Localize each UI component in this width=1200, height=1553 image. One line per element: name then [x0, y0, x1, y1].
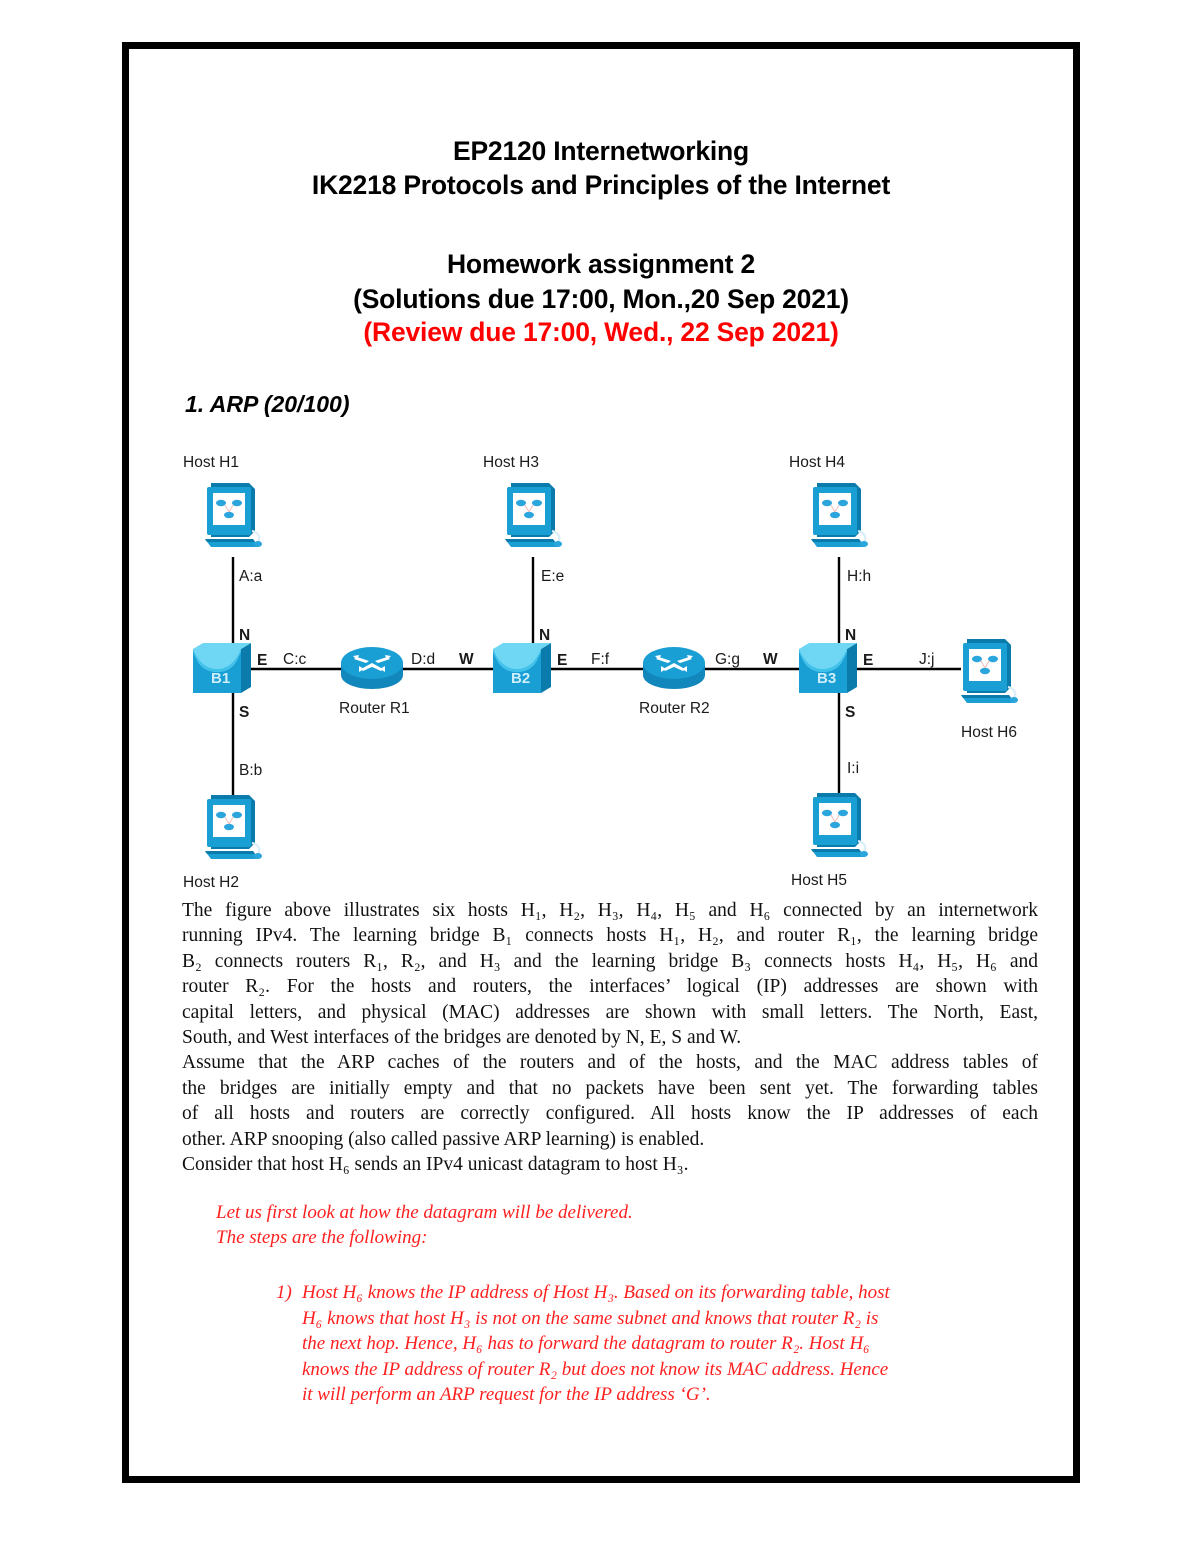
body-line: capital letters, and physical (MAC) addr… — [182, 1001, 1038, 1023]
host-h4-iface-label: H:h — [847, 568, 871, 585]
host-h5-label: Host H5 — [791, 872, 847, 889]
host-h4-icon — [809, 481, 870, 549]
host-h1-label: Host H1 — [183, 454, 239, 471]
bridge-b3-name: B3 — [817, 670, 836, 687]
host-h5-iface-label: I:i — [847, 760, 859, 777]
router-r1-label: Router R1 — [339, 700, 410, 717]
bridge-b1-port-e: E — [257, 652, 267, 669]
answer-step-1-number: 1) — [276, 1282, 292, 1303]
solutions-due-line: (Solutions due 17:00, Mon.,20 Sep 2021) — [353, 284, 849, 314]
bridge-b2-name: B2 — [511, 670, 530, 687]
host-h6-iface-label: J:j — [919, 651, 935, 668]
answer-step-1-text: Host H₆ knows the IP address of Host H₃.… — [302, 1282, 890, 1405]
host-h5-icon — [809, 791, 870, 859]
bridge-b2-port-n: N — [539, 627, 550, 644]
section-heading-arp: 1. ARP (20/100) — [185, 391, 350, 417]
host-h2-icon — [203, 793, 264, 861]
bridge-b3-port-w: W — [763, 651, 778, 668]
document-page: EP2120 Internetworking IK2218 Protocols … — [122, 42, 1080, 1483]
host-h2-iface-label: B:b — [239, 762, 262, 779]
body-line: B₂ connects routers R₁, R₂, and H₃ and t… — [182, 950, 1038, 972]
body-line: the bridges are initially empty and that… — [182, 1077, 1038, 1099]
bridge-b1-port-s: S — [239, 704, 249, 721]
router-r1-right-iface: D:d — [411, 651, 435, 668]
assignment-title: Homework assignment 2 — [446, 249, 755, 279]
body-line: running IPv4. The learning bridge B₁ con… — [182, 925, 1038, 947]
answer-intro-block: Let us first look at how the datagram wi… — [216, 1200, 816, 1250]
host-h1-icon — [203, 481, 264, 549]
problem-description-text: The figure above illustrates six hosts H… — [182, 898, 1038, 1177]
host-h6-icon — [959, 637, 1020, 705]
host-h6-label: Host H6 — [961, 724, 1017, 741]
bridge-b1-port-n: N — [239, 627, 250, 644]
router-r2-left-iface: F:f — [591, 651, 610, 668]
body-line: of all hosts and routers are correctly c… — [182, 1103, 1038, 1125]
answer-intro-line1: Let us first look at how the datagram wi… — [216, 1202, 633, 1223]
bridge-b3-port-e: E — [863, 652, 873, 669]
body-line: Assume that the ARP caches of the router… — [182, 1052, 1038, 1074]
body-line: The figure above illustrates six hosts H… — [182, 900, 1038, 921]
host-h3-icon — [503, 481, 564, 549]
router-r2-right-iface: G:g — [715, 651, 740, 668]
bridge-b2-port-e: E — [557, 652, 567, 669]
host-h3-label: Host H3 — [483, 454, 539, 471]
bridge-b2-port-w: W — [459, 651, 474, 668]
host-h2-label: Host H2 — [183, 874, 239, 891]
body-line: other. ARP snooping (also called passive… — [182, 1128, 705, 1150]
body-line: Consider that host H₆ sends an IPv4 unic… — [182, 1154, 689, 1176]
router-r1-left-iface: C:c — [283, 651, 307, 668]
bridge-b3-port-n: N — [845, 627, 856, 644]
router-r1-icon — [341, 647, 403, 689]
body-line: South, and West interfaces of the bridge… — [182, 1027, 742, 1049]
answer-intro-line2: The steps are the following: — [216, 1227, 428, 1248]
answer-step-1: 1) Host H₆ knows the IP address of Host … — [276, 1280, 896, 1408]
body-line: router R₂. For the hosts and routers, th… — [182, 976, 1038, 998]
network-topology-diagram: Host H1 A:a B1 N E S C:c D:d — [171, 445, 1051, 893]
router-r2-label: Router R2 — [639, 700, 710, 717]
host-h1-iface-label: A:a — [239, 568, 263, 585]
router-r2-icon — [643, 647, 705, 689]
host-h3-iface-label: E:e — [541, 568, 564, 585]
course-title-ik2218: IK2218 Protocols and Principles of the I… — [311, 170, 891, 200]
bridge-b3-port-s: S — [845, 704, 855, 721]
page-content: EP2120 Internetworking IK2218 Protocols … — [129, 49, 1073, 1476]
bridge-b1-name: B1 — [211, 670, 230, 687]
course-title-ep2120: EP2120 Internetworking — [452, 136, 750, 166]
host-h4-label: Host H4 — [789, 454, 845, 471]
review-due-line: (Review due 17:00, Wed., 22 Sep 2021) — [363, 317, 839, 347]
